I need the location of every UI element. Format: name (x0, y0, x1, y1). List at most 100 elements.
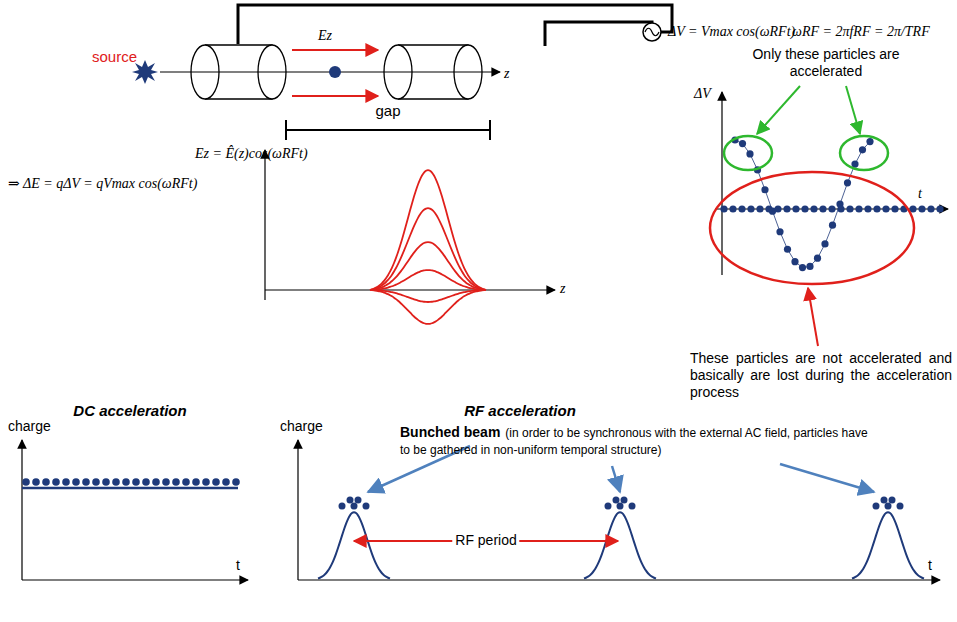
particle-dot (162, 478, 170, 486)
particle-dot (738, 205, 745, 212)
axis-label-box: t (236, 557, 240, 574)
particle-dot (182, 478, 190, 486)
drift-tube (191, 45, 286, 99)
callout-arrow (757, 86, 860, 134)
plot-axis (298, 440, 940, 580)
particle-dots (22, 478, 240, 486)
particle-dot (897, 503, 904, 510)
particle-dot (783, 205, 790, 212)
particle-dot (791, 258, 798, 265)
field-label: Ez (318, 28, 332, 43)
bunch-curve (318, 512, 390, 578)
particle-dot (102, 478, 110, 486)
field-profile (370, 208, 486, 290)
particle-dot (122, 478, 130, 486)
axis-label: t (918, 186, 922, 201)
bunch-profile (318, 497, 924, 579)
particle-dot (22, 478, 30, 486)
particle (329, 66, 341, 78)
particle-dot (192, 478, 200, 486)
particle-dot (889, 497, 896, 504)
voltage-formula-box: ΔV = Vmax cos(ωRFt) (668, 24, 795, 41)
particle-dot (792, 205, 799, 212)
source-label: source (92, 48, 137, 65)
field-profile (370, 290, 486, 324)
particle-dots (720, 136, 943, 271)
callout-text-box: Only these particles are accelerated (751, 46, 901, 80)
particle-dot (936, 205, 943, 212)
particle-dot (873, 503, 880, 510)
particle-dot (864, 205, 871, 212)
particle-dot (720, 205, 727, 212)
particle-dot (82, 478, 90, 486)
axis-label: charge (280, 418, 323, 434)
gap-label: gap (375, 102, 400, 119)
field-arrow (292, 50, 378, 96)
particle-dot (72, 478, 80, 486)
lost-highlight (710, 172, 914, 284)
axis-label-box: z (560, 281, 565, 298)
bunch-curve (584, 512, 656, 578)
callout-arrow (808, 288, 818, 346)
particle-dot (927, 205, 934, 212)
particle-dot (837, 205, 844, 212)
rf-generator-symbol (643, 23, 661, 41)
axis-label: t (928, 557, 932, 573)
particle-dot (52, 478, 60, 486)
particle-dot (355, 497, 362, 504)
energy-formula-box: ⇒ ΔE = qΔV = qVmax cos(ωRFt) (8, 176, 197, 193)
section-heading-box: DC acceleration (73, 402, 186, 420)
particle-dot (885, 503, 892, 510)
particle-dot (873, 205, 880, 212)
particle-dot (212, 478, 220, 486)
field-profile-curves (370, 170, 486, 324)
particle-dot (814, 255, 821, 262)
particle-dot (172, 478, 180, 486)
particle-dot (729, 205, 736, 212)
particle-dot (621, 497, 628, 504)
particle-dot (232, 478, 240, 486)
frequency-formula-box: ωRF = 2πfRF = 2π/TRF (792, 24, 930, 41)
frequency-formula: ωRF = 2πfRF = 2π/TRF (792, 24, 930, 39)
plot-axis (22, 440, 248, 580)
particle-dot (882, 205, 889, 212)
field-profile (370, 290, 486, 302)
section-heading: DC acceleration (73, 402, 186, 419)
particle-dot (351, 503, 358, 510)
particle-dot (918, 205, 925, 212)
field-label-box: Ez (318, 28, 332, 45)
gap-bracket (286, 120, 490, 140)
axis-label: z (560, 281, 565, 296)
particle-dot (761, 186, 768, 193)
particle-dot (32, 478, 40, 486)
particle-dot (855, 205, 862, 212)
particle-dot (810, 205, 817, 212)
bunched-beam-heading: Bunched beam (400, 424, 500, 440)
field-profile (370, 242, 486, 290)
particle-dot (222, 478, 230, 486)
particle-dot (774, 205, 781, 212)
particle-dot (828, 205, 835, 212)
source-label-box: source (92, 48, 137, 66)
particle-dot (866, 138, 873, 145)
particle-dot (801, 205, 808, 212)
cosine-guide (735, 140, 870, 268)
field-formula-box: Ez = Ê(z)cos(ωRFt) (195, 146, 308, 163)
particle-dot (806, 263, 813, 270)
axis-label-box: charge (8, 418, 51, 435)
field-formula: Ez = Ê(z)cos(ωRFt) (195, 146, 308, 161)
particle-dot (756, 205, 763, 212)
particle-dot (859, 146, 866, 153)
particle-dot (339, 503, 346, 510)
particle-dot (746, 150, 753, 157)
particle-dot (605, 503, 612, 510)
voltage-formula: ΔV = Vmax cos(ωRFt) (668, 24, 795, 39)
callout-text: These particles are not accelerated and … (690, 350, 952, 400)
particle-dot (784, 246, 791, 253)
particle-dot (132, 478, 140, 486)
field-profile (370, 170, 486, 290)
drift-tube (384, 45, 482, 99)
particle-dot (819, 205, 826, 212)
accelerated-highlight (724, 136, 888, 170)
